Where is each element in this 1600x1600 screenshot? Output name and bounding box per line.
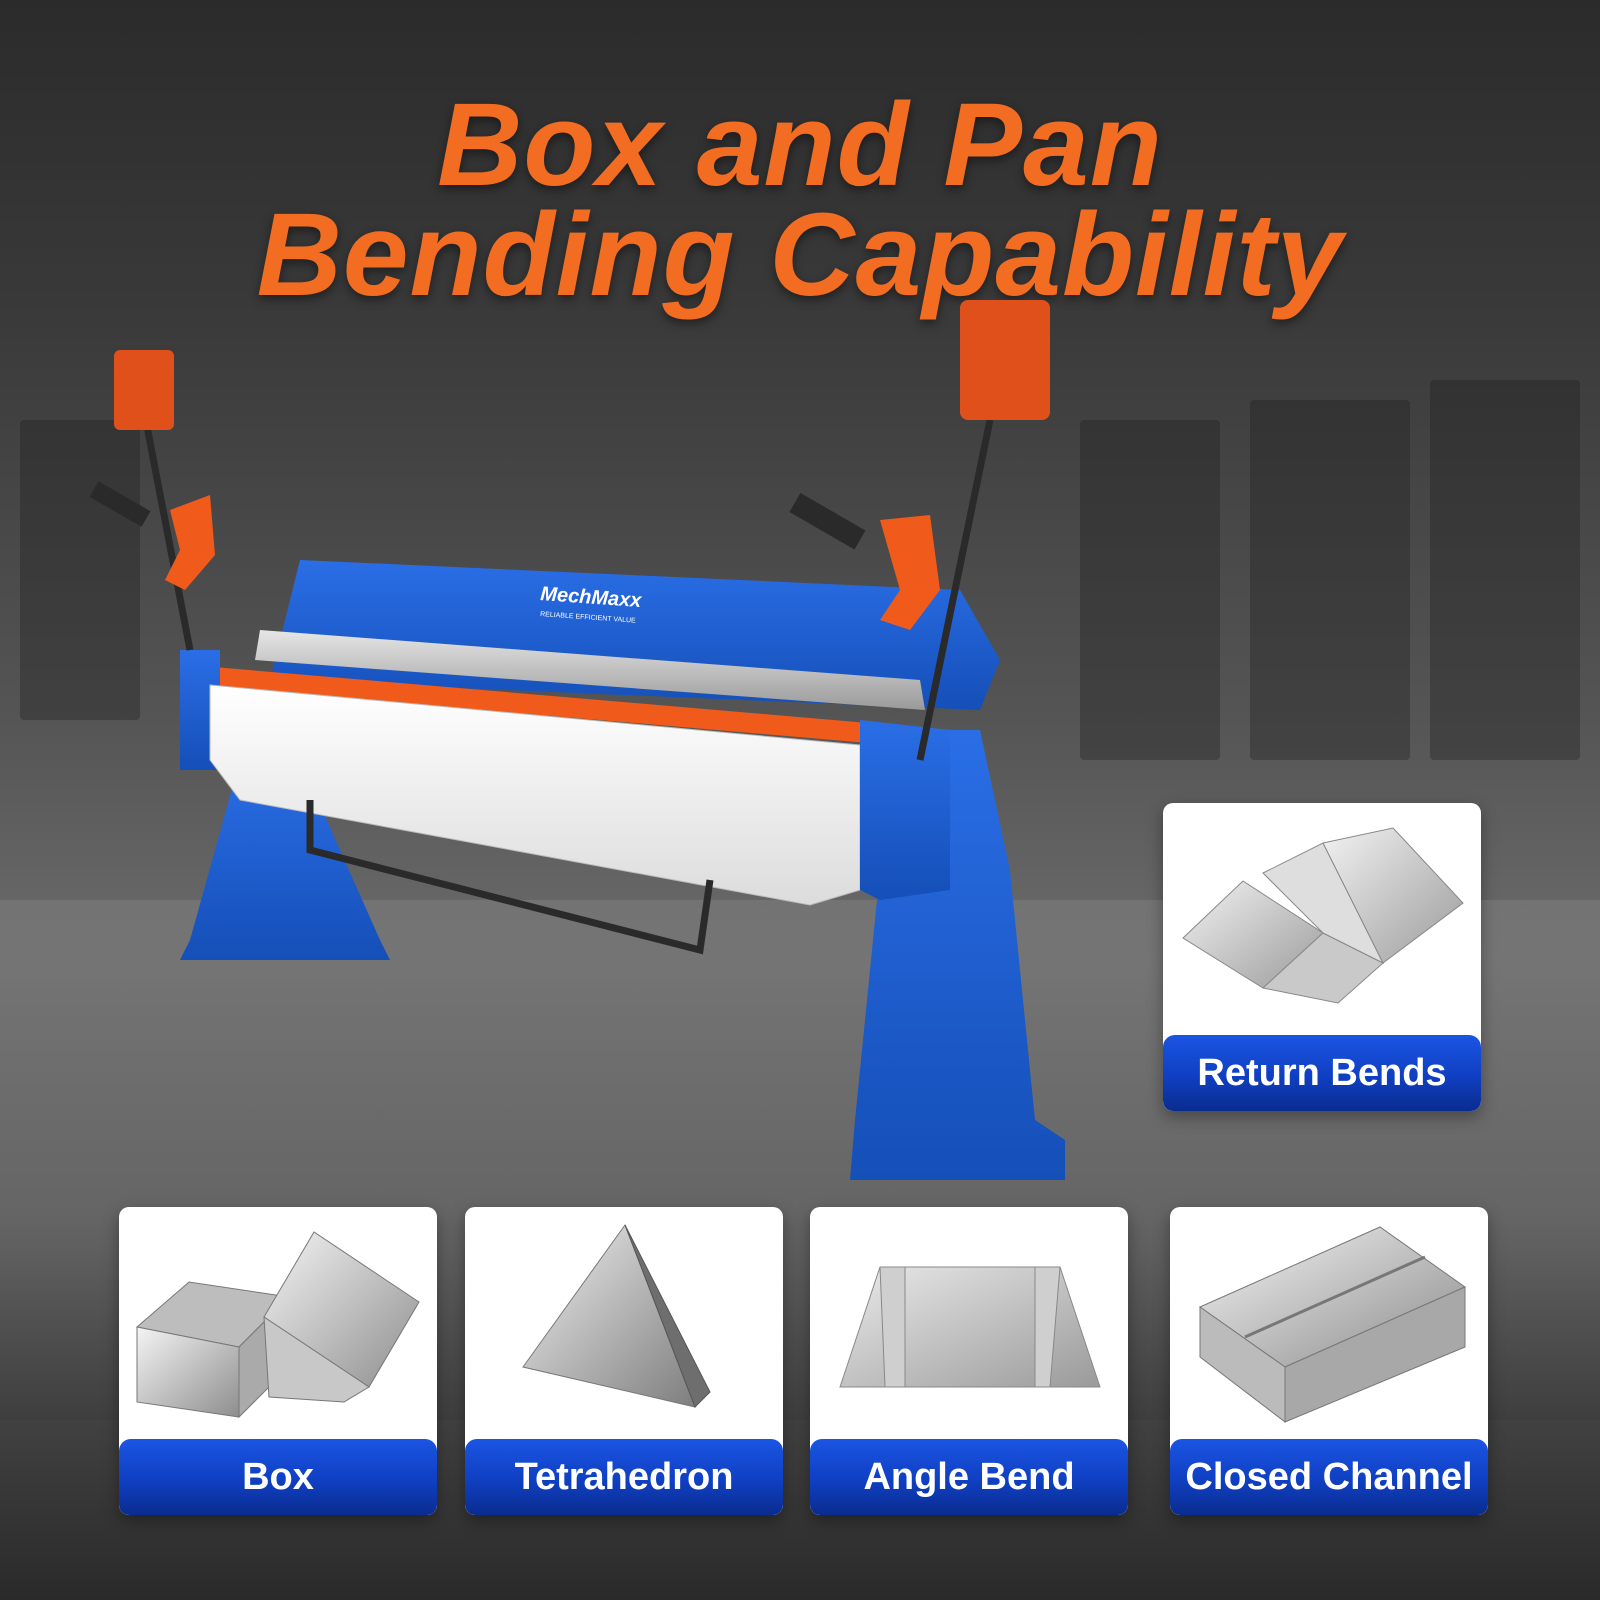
background-shelf (1250, 400, 1410, 760)
box-icon (135, 1231, 420, 1419)
capability-label: Return Bends (1163, 1035, 1481, 1111)
box-pan-brake-machine: MechMaxx RELIABLE EFFICIENT VALUE (90, 300, 1065, 1180)
left-handle-grip (90, 481, 151, 527)
capability-card-box: Box (119, 1207, 437, 1515)
capability-label: Closed Channel (1170, 1439, 1488, 1515)
page-title-line1: Box and Pan (437, 79, 1163, 211)
background-shelf (1080, 420, 1220, 760)
capability-card-angle-bend: Angle Bend (810, 1207, 1128, 1515)
clamping-fingers (255, 630, 925, 710)
capability-card-closed-channel: Closed Channel (1170, 1207, 1488, 1515)
left-leg (180, 760, 390, 960)
right-counterweight (960, 300, 1050, 420)
left-counterweight (114, 350, 174, 430)
page-title-line2: Bending Capability (256, 189, 1344, 321)
capability-label: Angle Bend (810, 1439, 1128, 1515)
capability-label: Tetrahedron (465, 1439, 783, 1515)
capability-card-return-bends: Return Bends (1163, 803, 1481, 1111)
right-lever (880, 515, 940, 630)
left-lever (165, 495, 215, 590)
capability-card-tetrahedron: Tetrahedron (465, 1207, 783, 1515)
capability-label: Box (119, 1439, 437, 1515)
return-bends-icon (1182, 827, 1464, 1004)
orange-strip (190, 665, 950, 750)
right-end-plate (860, 720, 950, 900)
right-handle-grip (789, 492, 866, 550)
left-handle-rod (136, 389, 194, 651)
right-handle-rod (916, 419, 994, 761)
tetrahedron-icon (522, 1223, 711, 1408)
closed-channel-icon (1198, 1226, 1467, 1424)
counterbalance-bar (306, 800, 714, 955)
background-shelf (20, 420, 140, 720)
angle-bend-icon (839, 1266, 1101, 1388)
background-shelf (1430, 380, 1580, 760)
